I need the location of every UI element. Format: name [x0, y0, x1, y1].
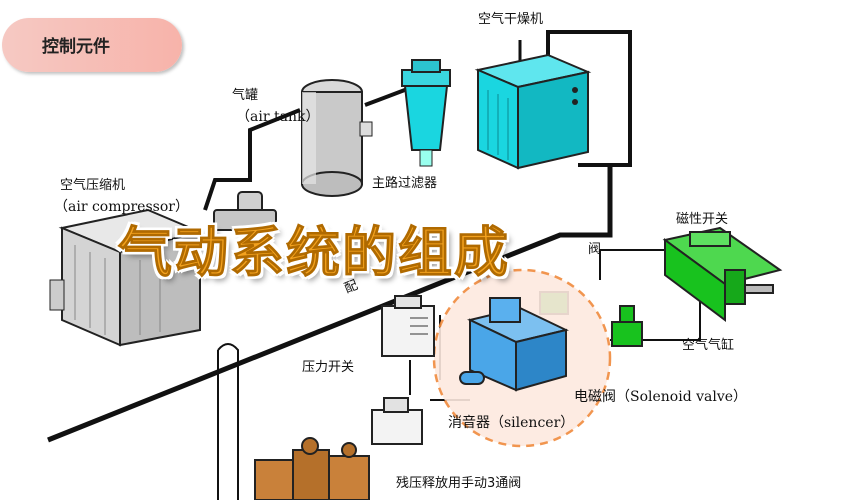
label-air-tank-en: （air tank） — [236, 109, 320, 125]
air-compressor — [49, 208, 204, 347]
relief-valve-device — [371, 397, 423, 445]
label-compressor-en: （air compressor） — [54, 199, 189, 215]
air-dryer — [474, 53, 592, 170]
label-compressor-cn: 空气压缩机 — [60, 178, 126, 193]
supply-pipe — [203, 108, 301, 211]
label-partial-valve: 阀 — [588, 242, 602, 257]
tank-to-filter-pipe — [364, 86, 411, 107]
drop-hook — [217, 343, 239, 500]
solenoid-valve — [459, 297, 569, 392]
label-main-filter: 主路过滤器 — [372, 176, 438, 191]
label-air-tank-cn: 气罐 — [232, 88, 259, 103]
air-tank — [301, 79, 373, 197]
label-relief-valve: 残压释放用手动3通阀 — [396, 476, 522, 491]
pressure-switch-device — [381, 295, 435, 357]
cylinder-line-1 — [599, 249, 680, 280]
air-cylinder — [662, 226, 783, 322]
main-pipe — [47, 165, 613, 443]
coil-block-2 — [611, 321, 643, 347]
page-title: 气动系统的组成 — [118, 221, 510, 285]
label-air-cylinder: 空气气缸 — [682, 338, 735, 353]
control-elements-badge: 控制元件 — [2, 18, 182, 72]
intake-regulator — [213, 191, 277, 231]
badge-text: 控制元件 — [42, 37, 110, 57]
label-pressure-switch: 压力开关 — [302, 360, 355, 375]
main-filter — [401, 59, 451, 167]
label-silencer: 消音器（silencer） — [448, 415, 575, 431]
label-solenoid-valve: 电磁阀（Solenoid valve） — [574, 389, 748, 405]
label-air-dryer: 空气干燥机 — [478, 12, 544, 27]
dryer-return-pipe — [546, 30, 632, 167]
frl-unit — [254, 437, 370, 501]
label-magnetic-switch: 磁性开关 — [676, 212, 729, 227]
